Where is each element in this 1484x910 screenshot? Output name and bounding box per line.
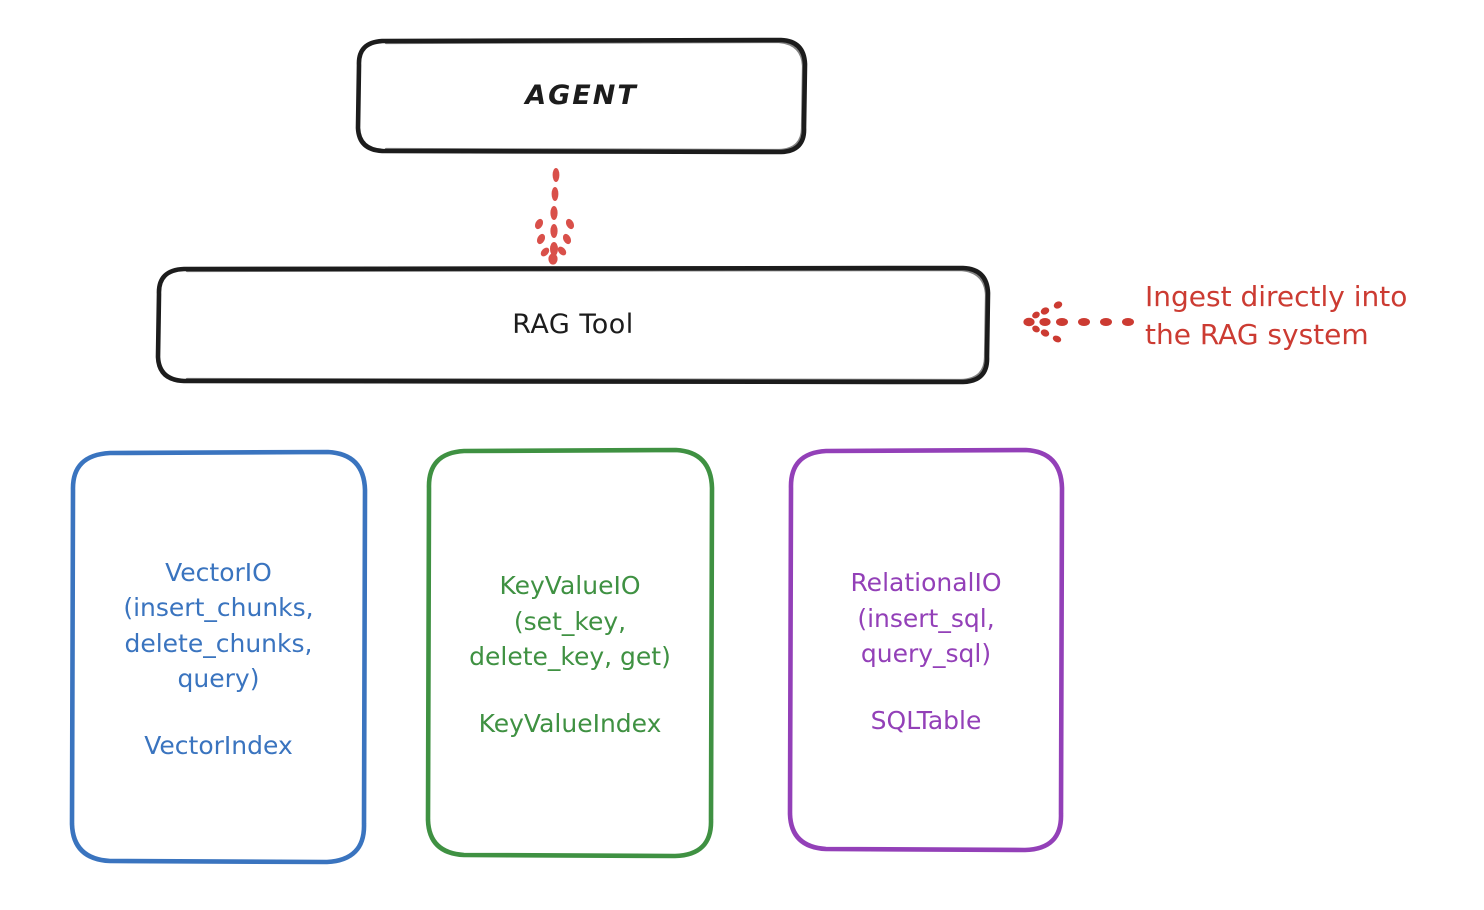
relational-io-api-label: RelationalIO (insert_sql, query_sql) <box>850 568 1002 669</box>
relational-io-node[interactable]: RelationalIO (insert_sql, query_sql) SQL… <box>790 450 1062 850</box>
ingest-annotation-text: Ingest directly into the RAG system <box>1145 280 1408 351</box>
vector-io-index-label: VectorIndex <box>144 730 293 760</box>
rag-tool-box-outline-sketch <box>185 268 988 382</box>
key-value-io-api-label: KeyValueIO (set_key, delete_key, get) <box>469 571 671 672</box>
relational-io-index-label: SQLTable <box>870 705 982 735</box>
key-value-io-box-outline <box>425 447 715 859</box>
vector-io-api-label: VectorIO (insert_chunks, delete_chunks, … <box>123 557 314 694</box>
ingest-connector <box>1023 301 1134 343</box>
rag-tool-box-outline <box>155 265 991 385</box>
agent-to-rag-tool-connector <box>534 168 575 265</box>
agent-node[interactable]: AGENT <box>358 40 805 152</box>
key-value-io-index-label: KeyValueIndex <box>478 708 662 738</box>
agent-node-label: AGENT <box>525 80 638 112</box>
agent-box-outline <box>355 37 808 155</box>
rag-tool-node[interactable]: RAG Tool <box>158 268 988 382</box>
agent-box-outline-sketch <box>384 40 805 152</box>
rag-tool-node-label: RAG Tool <box>512 309 634 341</box>
vector-io-box-outline <box>69 449 368 865</box>
relational-io-box-outline <box>787 447 1065 853</box>
key-value-io-node[interactable]: KeyValueIO (set_key, delete_key, get) Ke… <box>428 450 712 856</box>
vector-io-node[interactable]: VectorIO (insert_chunks, delete_chunks, … <box>72 452 365 862</box>
